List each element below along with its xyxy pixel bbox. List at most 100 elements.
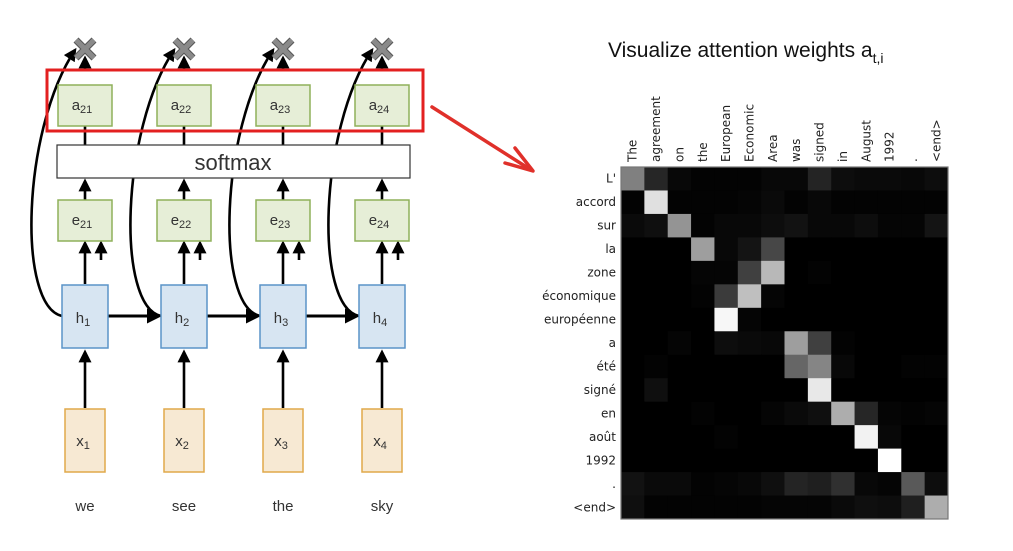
heatmap-title: Visualize attention weights at,i [608, 39, 884, 66]
skip-arrow [129, 47, 176, 318]
heatmap-column-label: agreement [649, 96, 663, 162]
attention-weights-highlight [45, 68, 425, 133]
heatmap-cell [807, 401, 832, 426]
input-box [361, 408, 403, 473]
skip-arrow [228, 47, 275, 318]
heatmap-cell [831, 472, 856, 497]
heatmap-cell [621, 401, 645, 426]
multiply-cross-icon [73, 37, 97, 61]
attention-weight-box [57, 84, 113, 127]
heatmap-cell [667, 354, 692, 379]
input-label-subscript: 2 [183, 440, 189, 452]
input-label: x4 [373, 433, 387, 452]
heatmap-cell [667, 307, 692, 332]
heatmap-cell [831, 425, 856, 450]
skip-arrow [30, 47, 77, 318]
heatmap-cell [831, 213, 856, 238]
heatmap-cell [621, 213, 645, 238]
heatmap-cell [621, 354, 645, 379]
hidden-state-label-base: h [76, 310, 84, 327]
heatmap-row-label: sur [597, 219, 616, 233]
heatmap-cell [924, 472, 949, 497]
alignment-score-box [354, 199, 410, 242]
heatmap-cell [737, 448, 762, 473]
heatmap-cell [924, 213, 949, 238]
heatmap-cell [691, 213, 715, 238]
heatmap-cell [831, 237, 856, 262]
heatmap-cell [807, 237, 832, 262]
heatmap-column-label: <end> [929, 119, 943, 162]
heatmap-column-label: on [672, 147, 686, 162]
heatmap-cell [901, 307, 926, 332]
heatmap-cell [807, 378, 832, 403]
heatmap-cell [737, 190, 762, 215]
heatmap-cell [737, 307, 762, 332]
heatmap-cell [667, 190, 692, 215]
heatmap-cell [737, 284, 762, 309]
heatmap-cell [714, 495, 739, 520]
input-word: see [172, 498, 196, 515]
heatmap-row-labels: L'accordsurlazoneéconomiqueeuropéenneaét… [542, 172, 616, 515]
skip-arrow [327, 47, 374, 318]
attention-weight-box [156, 84, 212, 127]
heatmap-cell [877, 284, 902, 309]
heatmap-cell [621, 237, 645, 262]
heatmap-cell [691, 448, 715, 473]
heatmap-column-label: . [906, 158, 920, 162]
input-word: sky [371, 498, 394, 515]
heatmap-cell [831, 190, 856, 215]
heatmap-cell [644, 167, 669, 191]
heatmap-cell [644, 190, 669, 215]
heatmap-column-label: in [836, 151, 850, 162]
heatmap-cell [901, 495, 926, 520]
heatmap-cell [831, 495, 856, 520]
heatmap-row-label: 1992 [585, 453, 616, 467]
heatmap-cell [667, 284, 692, 309]
hidden-state-label-subscript: 1 [84, 317, 90, 329]
heatmap-cell [784, 237, 809, 262]
hidden-state-label-subscript: 3 [282, 317, 288, 329]
heatmap-cell [784, 260, 809, 285]
heatmap-cell [737, 472, 762, 497]
heatmap-cell [761, 331, 785, 356]
heatmap-row-label: zone [587, 266, 616, 280]
heatmap-cell [621, 331, 645, 356]
heatmap-cell [924, 378, 949, 403]
hidden-state-label: h4 [373, 310, 387, 329]
heatmap-column-label: August [859, 120, 873, 162]
heatmap-row-label: été [597, 359, 616, 373]
heatmap-cell [644, 213, 669, 238]
heatmap-cell [714, 331, 739, 356]
heatmap-title-subscript: t,i [873, 50, 884, 66]
heatmap-cell [854, 284, 879, 309]
heatmap-cell [854, 448, 879, 473]
heatmap-cell [854, 472, 879, 497]
heatmap-cell [737, 378, 762, 403]
attention-weight-label-base: a [72, 97, 81, 114]
heatmap-column-label: was [789, 139, 803, 162]
heatmap-cell [807, 284, 832, 309]
alignment-score-label-base: e [171, 212, 179, 229]
heatmap-cell [807, 307, 832, 332]
heatmap-cell [667, 401, 692, 426]
heatmap-cell [901, 331, 926, 356]
heatmap-cell [784, 213, 809, 238]
attention-weight-label: a22 [171, 97, 192, 116]
heatmap-cell [761, 167, 785, 191]
heatmap-cell [807, 354, 832, 379]
heatmap-cell [761, 284, 785, 309]
heatmap-cell [644, 237, 669, 262]
heatmap-row-label: européenne [544, 313, 616, 327]
heatmap-cell [901, 284, 926, 309]
heatmap-cell [644, 284, 669, 309]
heatmap-cell [831, 354, 856, 379]
heatmap-cell [691, 378, 715, 403]
heatmap-cell [691, 354, 715, 379]
heatmap-cell [901, 425, 926, 450]
heatmap-cells [621, 167, 949, 520]
heatmap-cell [667, 472, 692, 497]
heatmap-cell [924, 190, 949, 215]
softmax-label: softmax [194, 150, 271, 175]
